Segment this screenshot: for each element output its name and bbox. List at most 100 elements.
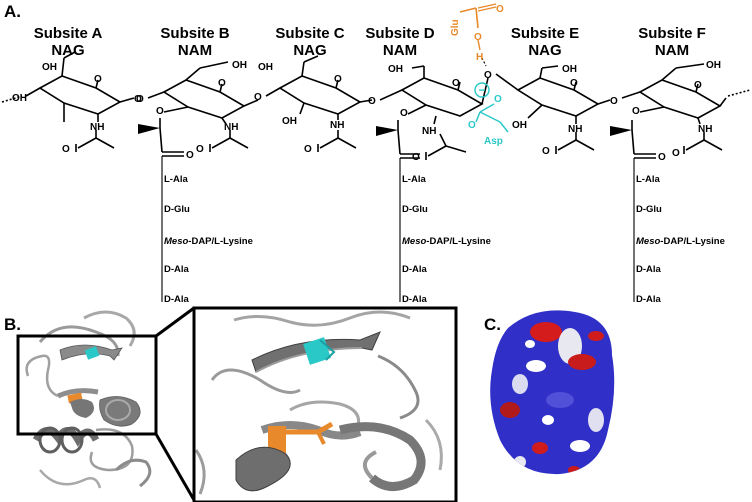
asp-oxygen-1: O <box>494 94 502 105</box>
ring-f-glyco-o: O <box>610 96 618 107</box>
subsite-c-title: Subsite C <box>275 25 344 42</box>
asp-oxygen-2: O <box>468 120 476 131</box>
subsite-f-sugar: NAM <box>655 42 689 59</box>
ring-d-oh: OH <box>388 64 403 75</box>
wedge-d <box>376 126 398 136</box>
ring-a-glyco-o: O <box>134 94 142 105</box>
ring-d-o-ring: O <box>452 78 460 89</box>
ring-c-oh-left: OH <box>282 116 297 127</box>
sugar-ring-e <box>495 65 611 154</box>
peptide-f-meso: Meso-DAP/L-Lysine <box>636 236 725 247</box>
ring-c-o-ring: O <box>334 74 342 85</box>
subsite-d-sugar: NAM <box>383 42 417 59</box>
protein-cartoon-zoom <box>194 308 456 502</box>
scissile-o: O <box>484 70 492 81</box>
zoom-selection-box <box>16 334 158 436</box>
glu-hydroxyl-o: O <box>474 32 482 43</box>
ring-d-nh: NH <box>422 126 436 137</box>
subsite-a-sugar: NAG <box>51 42 84 59</box>
ring-e-nh: NH <box>568 124 582 135</box>
peptide-f-o: O <box>658 152 666 163</box>
ring-f-oh: OH <box>706 60 721 71</box>
peptide-f-meso-italic: Meso <box>636 236 660 247</box>
sugar-ring-f <box>621 63 727 154</box>
ring-b-oh: OH <box>232 60 247 71</box>
subsite-b-title: Subsite B <box>160 25 229 42</box>
peptide-f-ala3: D-Ala <box>636 294 662 305</box>
ring-f-nh: NH <box>698 124 712 135</box>
ring-e-oh-bottom: OH <box>512 120 527 131</box>
peptide-d-ala2: D-Ala <box>402 264 428 275</box>
sugar-ring-a <box>25 51 135 152</box>
peptide-b-glu: D-Glu <box>164 204 190 215</box>
peptide-b-ala3: D-Ala <box>164 294 190 305</box>
ring-a-nh: NH <box>90 122 104 133</box>
ring-a-o-ring: O <box>94 74 102 85</box>
peptide-d-ala3: D-Ala <box>402 294 428 305</box>
stem-peptide-d <box>376 120 420 302</box>
ring-d-lactyl-o: O <box>400 108 408 119</box>
ring-f-o-ring: O <box>694 80 702 91</box>
peptide-b-meso: Meso-DAP/L-Lysine <box>164 236 253 247</box>
ring-e-oh-top: OH <box>562 64 577 75</box>
peptide-b-ala2: D-Ala <box>164 264 190 275</box>
peptide-b-meso-italic: Meso <box>164 236 188 247</box>
panel-c-label: C. <box>484 315 501 334</box>
subsite-c-sugar: NAG <box>293 42 326 59</box>
zoom-line-bottom <box>154 433 196 501</box>
ring-b-o-ring: O <box>218 78 226 89</box>
asp-site-small <box>84 346 100 360</box>
ring-b-nh: NH <box>224 122 238 133</box>
peptide-f-ala1: L-Ala <box>636 174 660 185</box>
zoom-line-top <box>155 306 195 338</box>
subsite-f-title: Subsite F <box>638 25 706 42</box>
peptide-d-glu: D-Glu <box>402 204 428 215</box>
wedge-b <box>138 124 160 134</box>
subsite-a-title: Subsite A <box>34 25 103 42</box>
asp-residue <box>474 82 509 133</box>
glu-residue <box>459 3 497 67</box>
ring-d-glyco-o: O <box>368 96 376 107</box>
subsite-d-title: Subsite D <box>365 25 434 42</box>
ring-f-lactyl-o: O <box>632 106 640 117</box>
ring-e-carbonyl-o: O <box>542 146 550 157</box>
panel-a-label: A. <box>4 2 21 21</box>
sugar-ring-c <box>265 55 373 152</box>
peptide-f-glu: D-Glu <box>636 204 662 215</box>
stem-peptide-b <box>138 118 184 302</box>
peptide-f-ala2: D-Ala <box>636 264 662 275</box>
glu-label: Glu <box>450 19 461 36</box>
peptide-d-meso-italic: Meso <box>402 236 426 247</box>
peptide-f-meso-rest: -DAP/L-Lysine <box>660 236 725 247</box>
ring-c-oh-top: OH <box>258 62 273 73</box>
wedge-f <box>610 126 632 136</box>
glu-site-zoom <box>268 426 286 454</box>
peptide-b-meso-rest: -DAP/L-Lysine <box>188 236 253 247</box>
ring-a-oh-top: OH <box>42 62 57 73</box>
ring-b-glyco-o: O <box>136 94 144 105</box>
ring-f-carbonyl-o: O <box>672 148 680 159</box>
peptide-d-meso-rest: -DAP/L-Lysine <box>426 236 491 247</box>
asp-charge-circle <box>474 82 490 98</box>
asp-label: Asp <box>484 136 503 147</box>
electrostatic-surface <box>490 310 615 475</box>
ring-c-glyco-o: O <box>254 92 262 103</box>
subsite-e-sugar: NAG <box>528 42 561 59</box>
ring-b-lactyl-o: O <box>156 106 164 117</box>
ring-c-nh: NH <box>330 120 344 131</box>
chain-end-left <box>1 95 23 103</box>
sugar-ring-d <box>379 65 489 160</box>
stem-peptide-f <box>610 120 656 302</box>
zoom-inset-frame <box>192 306 458 502</box>
sugar-ring-b <box>147 61 259 152</box>
chain-end-right <box>727 89 751 97</box>
subsite-headers: Subsite A NAG Subsite B NAM Subsite C NA… <box>34 25 706 59</box>
ring-c-carbonyl-o: O <box>304 144 312 155</box>
asp-charge: − <box>478 83 485 97</box>
subsite-b-sugar: NAM <box>178 42 212 59</box>
panel-b-label: B. <box>4 315 21 334</box>
subsite-e-title: Subsite E <box>511 25 579 42</box>
peptide-d-ala1: L-Ala <box>402 174 426 185</box>
ring-e-o-ring: O <box>570 78 578 89</box>
